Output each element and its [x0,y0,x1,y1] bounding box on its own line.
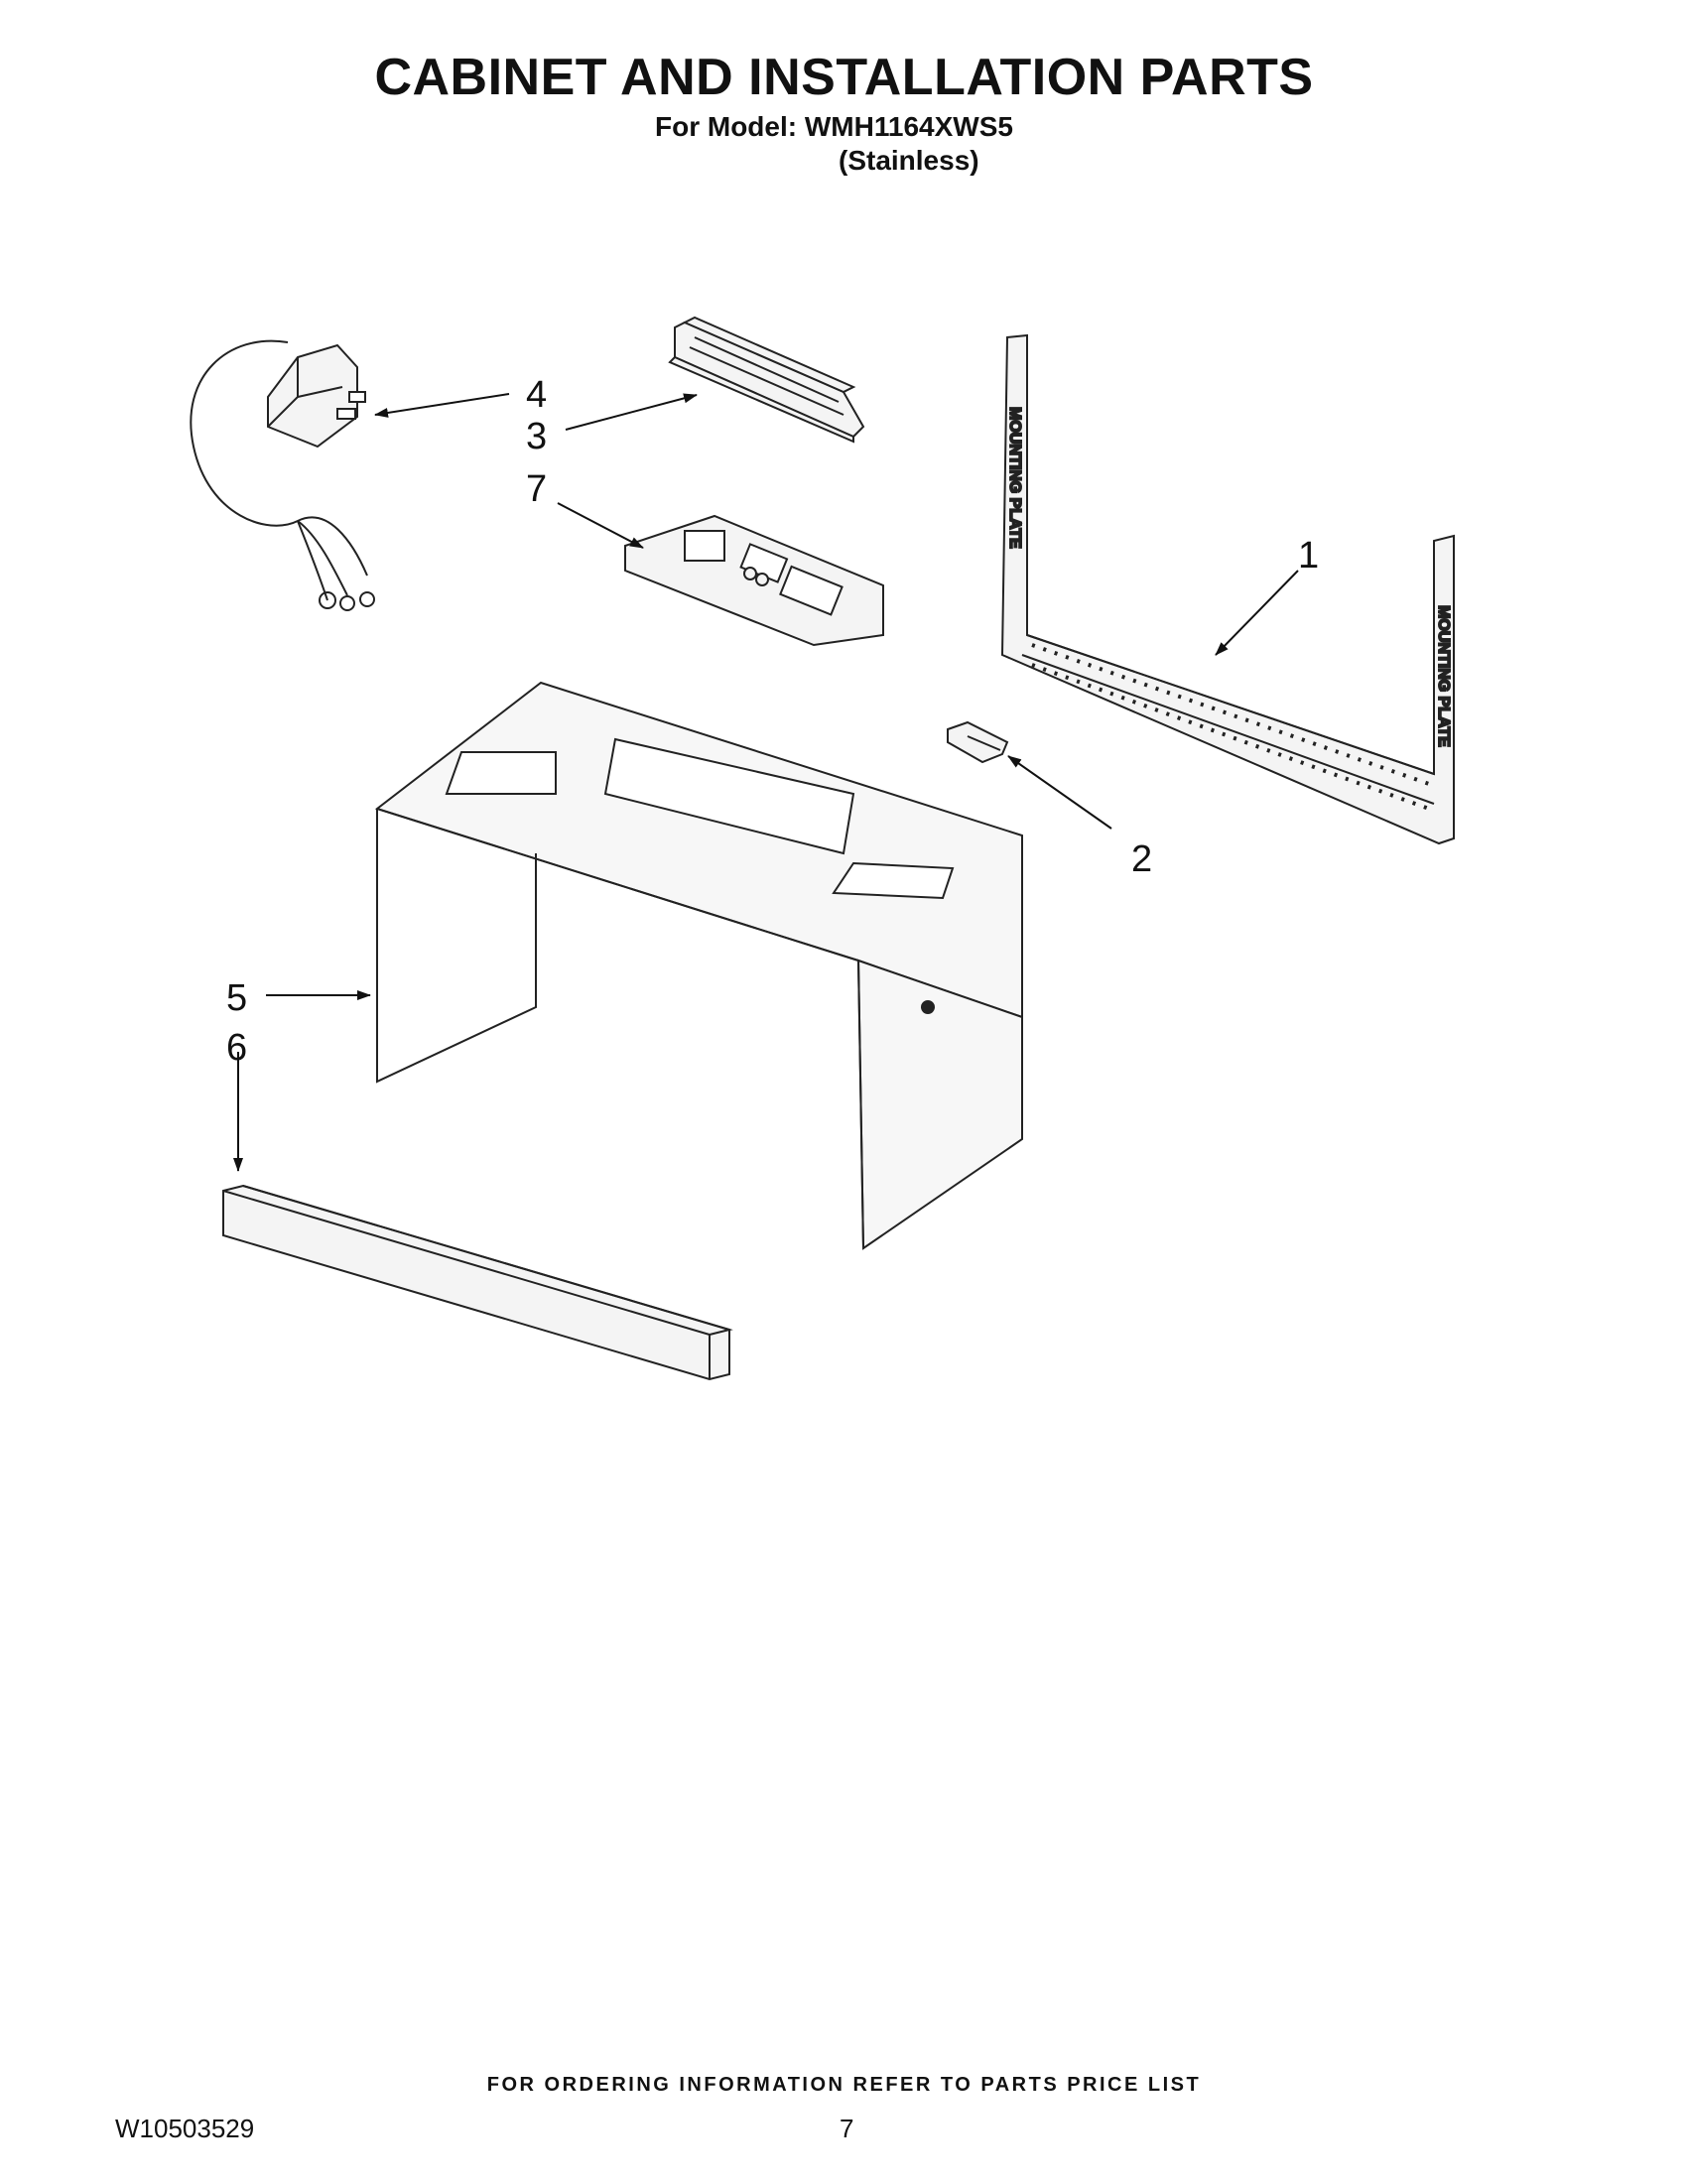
model-line: For Model: WMH1164XWS5 [655,111,1013,142]
power-cord-part [190,339,375,611]
page-number: 7 [840,2114,854,2143]
leader-arrows [233,393,1299,1172]
ordering-note: FOR ORDERING INFORMATION REFER TO PARTS … [486,2074,1202,2096]
callout-3: 3 [526,416,547,457]
callout-6: 6 [226,1027,247,1069]
mounting-plate-label-right: MOUNTING PLATE [1435,605,1452,747]
plate-part [624,514,884,647]
callout-7: 7 [526,468,547,510]
callout-5: 5 [226,977,247,1019]
bracket-part [947,720,1009,764]
cabinet-part [374,681,1023,1250]
damper-part [668,316,865,444]
finish-line: (Stainless) [839,145,979,176]
callout-1: 1 [1298,535,1319,577]
callout-4: 4 [526,374,547,416]
mounting-plate-label-left: MOUNTING PLATE [1006,407,1023,549]
mounting-plate-part: MOUNTING PLATE MOUNTING PLATE [1000,333,1455,845]
callout-2: 2 [1131,838,1152,880]
document-number: W10503529 [115,2114,255,2143]
front-trim-part [222,1184,733,1381]
page-title: CABINET AND INSTALLATION PARTS [374,49,1314,106]
